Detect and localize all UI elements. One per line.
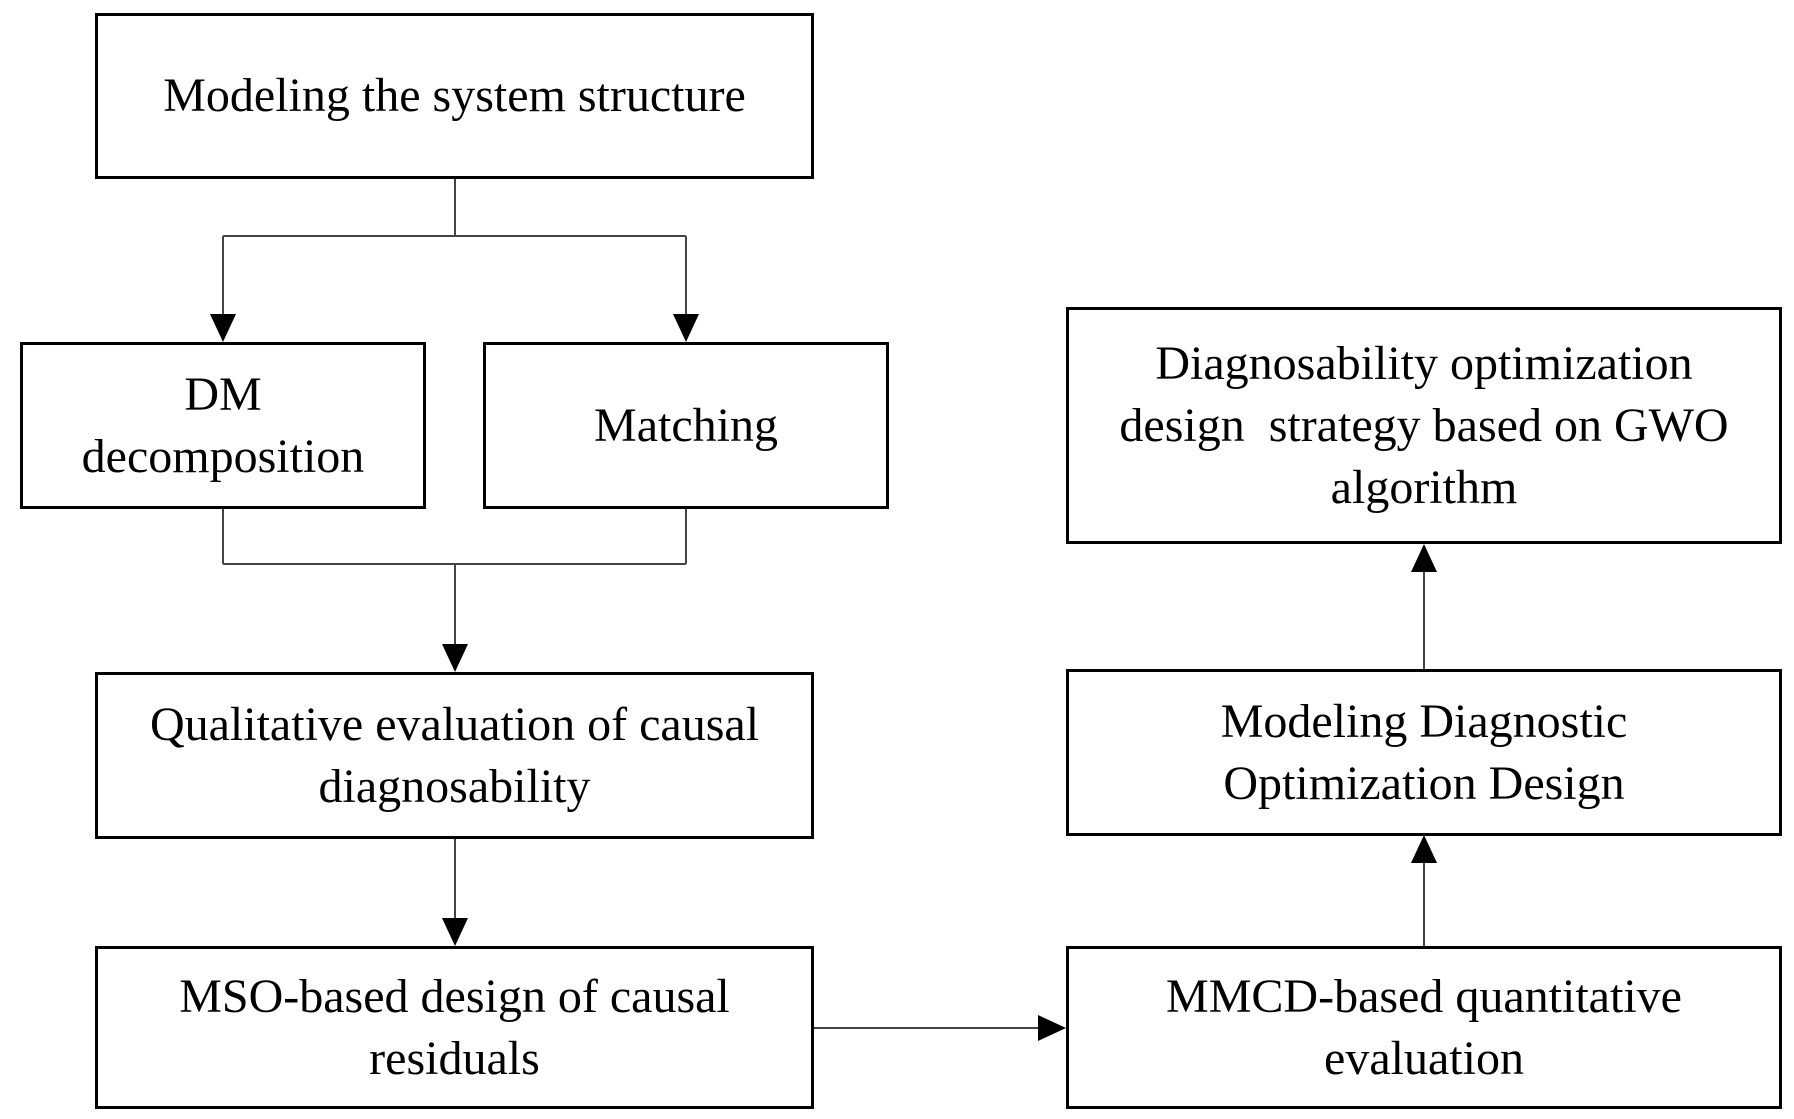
arrowhead-to-mso [442,918,468,946]
node-label-line: Modeling Diagnostic [1220,694,1628,748]
arrowhead-to-dm [210,314,236,342]
node-label-line: MMCD-based quantitative [1166,969,1682,1023]
arrowhead-to-modeling-diagnostic [1411,835,1437,863]
node-label-line: diagnosability [318,759,591,813]
node-label-line: residuals [369,1031,540,1085]
node-mso-design: MSO-based design of causal residuals [95,946,814,1109]
node-modeling-diagnostic: Modeling Diagnostic Optimization Design [1066,669,1782,836]
node-label-line: Matching [594,398,778,452]
node-label-line: Optimization Design [1223,756,1625,810]
node-gwo-strategy: Diagnosability optimization design strat… [1066,307,1782,544]
arrowhead-to-matching [673,314,699,342]
node-label-line: design strategy based on GWO [1119,398,1729,452]
node-qualitative-evaluation: Qualitative evaluation of causal diagnos… [95,672,814,839]
arrowhead-to-mmcd [1038,1015,1066,1041]
node-label-line: algorithm [1330,460,1518,514]
node-label-line: Diagnosability optimization [1155,336,1693,390]
arrowhead-to-qualitative [442,644,468,672]
node-mmcd-evaluation: MMCD-based quantitative evaluation [1066,946,1782,1109]
arrowhead-to-gwo [1411,544,1437,572]
node-label-line: Modeling the system structure [163,69,746,122]
node-label-line: MSO-based design of causal [179,969,730,1023]
node-label-line: DM [184,367,262,421]
node-dm-decomposition: DM decomposition [20,342,426,509]
node-label-line: Qualitative evaluation of causal [149,697,760,751]
node-matching: Matching [483,342,889,509]
node-modeling-system-structure: Modeling the system structure [95,13,814,179]
node-label-line: decomposition [81,429,365,483]
node-label-line: evaluation [1324,1031,1524,1085]
